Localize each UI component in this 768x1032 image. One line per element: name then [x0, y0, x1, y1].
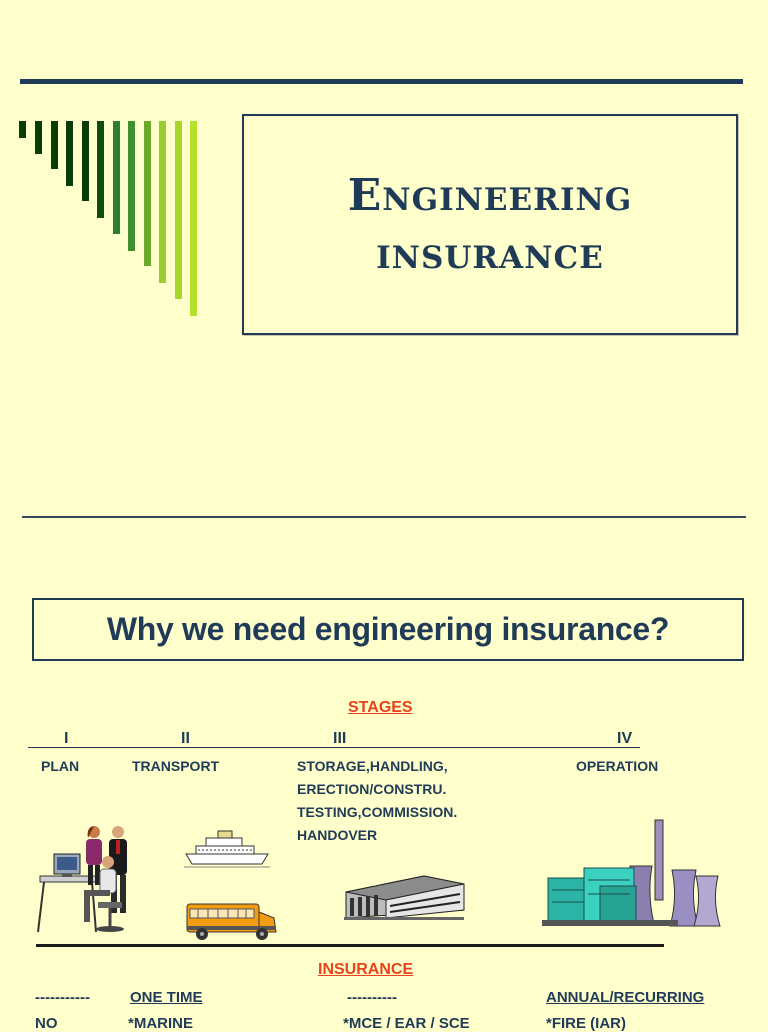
title-box: Engineering insurance — [242, 114, 738, 335]
stage-label-line: HANDOVER — [297, 827, 378, 843]
decorative-stripe — [128, 121, 135, 251]
top-rule — [20, 79, 743, 84]
decorative-stripe — [82, 121, 89, 201]
bus-illustration — [186, 903, 277, 940]
decorative-stripe — [175, 121, 182, 299]
stage-numeral-4: IV — [617, 730, 633, 747]
decorative-stripe — [51, 121, 58, 169]
slide-divider — [22, 516, 746, 518]
insurance-none-dashes: ----------- — [35, 989, 90, 1006]
decorative-stripe — [66, 121, 73, 186]
stage-numeral-1: I — [64, 730, 69, 747]
stage-label-line: ERECTION/CONSTRU. — [297, 781, 447, 797]
stage-label-transport: TRANSPORT — [132, 758, 220, 774]
question-heading: Why we need engineering insurance? — [106, 611, 670, 647]
section-rule — [36, 944, 664, 947]
insurance-heading: INSURANCE — [318, 961, 414, 978]
stages-heading: STAGES — [348, 699, 413, 716]
question-box: Why we need engineering insurance? — [32, 598, 744, 661]
title-line-1: Engineering — [347, 169, 633, 221]
decorative-stripe — [19, 121, 26, 138]
stages-rule — [28, 747, 640, 748]
stage-label-operation: OPERATION — [576, 758, 659, 774]
insurance-dashes: ---------- — [347, 989, 397, 1006]
stage-label-line: STORAGE,HANDLING, — [297, 758, 448, 774]
decorative-stripe — [97, 121, 104, 218]
factory-building-illustration — [344, 875, 465, 920]
stage-numeral-3: III — [333, 730, 347, 747]
title-line-2: insurance — [376, 227, 604, 279]
stage-numeral-2: II — [181, 730, 190, 747]
decorative-stripe — [113, 121, 120, 234]
stage-label-storage: STORAGE,HANDLING, ERECTION/CONSTRU. TEST… — [297, 755, 457, 847]
insurance-one-time: ONE TIME — [130, 989, 203, 1006]
stage-label-plan: PLAN — [41, 758, 80, 774]
decorative-stripe — [159, 121, 166, 283]
decorative-stripe — [35, 121, 42, 154]
stage-label-line: TESTING,COMMISSION. — [297, 804, 458, 820]
decorative-stripe — [190, 121, 197, 316]
office-workers-illustration — [37, 826, 127, 933]
ship-illustration — [184, 830, 270, 868]
insurance-annual-recurring: ANNUAL/RECURRING — [546, 989, 705, 1006]
decorative-stripe — [144, 121, 151, 266]
power-plant-illustration — [542, 819, 721, 927]
